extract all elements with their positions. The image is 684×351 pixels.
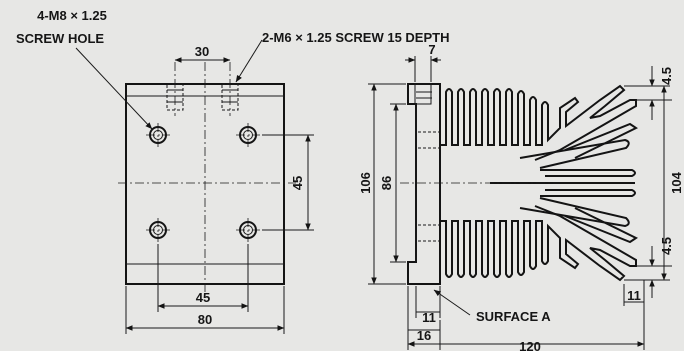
screw-hole-label-line2: SCREW HOLE <box>16 31 104 46</box>
dim-106: 106 <box>358 172 373 194</box>
top-fins <box>440 84 637 161</box>
m8-screw-hole-bottom-left <box>146 218 170 242</box>
bottom-fins <box>440 205 637 282</box>
dim-104: 104 <box>669 171 684 193</box>
screw-hole-label-line1: 4-M8 × 1.25 <box>37 8 107 23</box>
screw-hole-leader <box>75 47 153 130</box>
dim-4-5-top: 4.5 <box>659 67 674 85</box>
surface-a-leader <box>433 289 471 316</box>
m8-screw-hole-bottom-right <box>236 218 260 242</box>
m8-screw-hole-top-right <box>236 123 260 147</box>
side-view <box>368 56 672 350</box>
m6-tapped-hole-left <box>166 62 184 116</box>
dim-7: 7 <box>428 42 435 57</box>
dim-86: 86 <box>379 176 394 190</box>
dim-11-base: 11 <box>422 310 436 325</box>
dim-16: 16 <box>417 328 431 343</box>
m8-screw-hole-top-left <box>146 123 170 147</box>
dim-4-5-bottom: 4.5 <box>659 237 674 255</box>
screw-depth-leader <box>235 39 263 83</box>
dim-30: 30 <box>195 44 209 59</box>
screw-depth-label: 2-M6 × 1.25 SCREW 15 DEPTH <box>262 30 449 45</box>
surface-a-label: SURFACE A <box>476 309 551 324</box>
base-plate <box>407 83 441 285</box>
dim-45-horizontal: 45 <box>196 290 210 305</box>
dim-45-vertical: 45 <box>290 176 305 190</box>
dim-11-right: 11 <box>627 288 641 303</box>
dim-120: 120 <box>519 339 541 351</box>
front-view <box>75 39 314 334</box>
m6-tapped-hole-right <box>221 62 239 116</box>
dim-80: 80 <box>198 312 212 327</box>
